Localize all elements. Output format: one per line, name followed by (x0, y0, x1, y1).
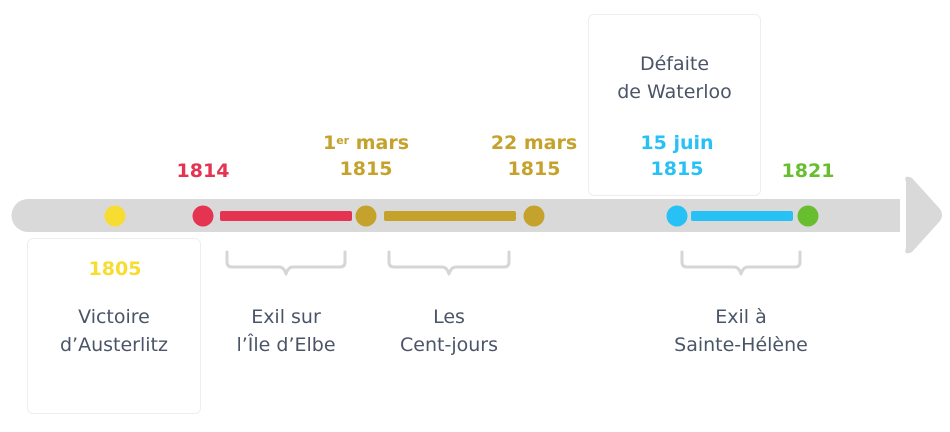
label-sainte-helene: Exil à Sainte-Hélène (651, 303, 831, 359)
date-1er-mars-line2: 1815 (339, 158, 393, 180)
period-bar-elbe (220, 211, 352, 221)
date-15-juin-line1: 15 juin (640, 132, 714, 154)
label-exil-elbe-line2: l’Île d’Elbe (236, 334, 336, 356)
label-exil-elbe: Exil sur l’Île d’Elbe (206, 303, 366, 359)
label-austerlitz-line2: d’Austerlitz (60, 334, 168, 356)
label-exil-elbe-line1: Exil sur (251, 306, 321, 328)
period-bar-sainte-helene (691, 211, 793, 221)
label-sainte-helene-line1: Exil à (715, 306, 767, 328)
waterloo-card (588, 14, 761, 196)
dot-1821 (797, 205, 819, 227)
date-1er-mars-line1: 1er mars (296, 130, 436, 156)
date-15-juin-line2: 1815 (650, 158, 704, 180)
dot-1er-mars-1815 (355, 205, 377, 227)
dot-22-mars-1815 (523, 205, 545, 227)
dot-15-juin-1815 (666, 205, 688, 227)
dot-1814 (192, 205, 214, 227)
label-cent-jours: Les Cent-jours (369, 303, 529, 359)
date-15-juin-1815: 15 juin 1815 (604, 130, 750, 182)
date-22-mars-line1: 22 mars (490, 132, 578, 154)
date-day: 1 (322, 132, 337, 154)
timeline-arrow-head (905, 176, 942, 254)
date-1er-mars-1815: 1er mars 1815 (296, 130, 436, 182)
label-waterloo-line2: de Waterloo (617, 81, 732, 103)
label-cent-jours-line1: Les (433, 306, 465, 328)
label-waterloo: Défaite de Waterloo (588, 50, 761, 106)
label-austerlitz-line1: Victoire (78, 306, 150, 328)
date-22-mars-1815: 22 mars 1815 (464, 130, 604, 182)
date-month: mars (355, 132, 410, 154)
bracket-elbe (225, 250, 347, 276)
label-waterloo-line1: Défaite (639, 53, 710, 75)
label-sainte-helene-line2: Sainte-Hélène (674, 334, 808, 356)
date-1821: 1821 (781, 160, 835, 182)
label-cent-jours-line2: Cent-jours (400, 334, 498, 356)
date-1814: 1814 (176, 160, 230, 182)
date-22-mars-line2: 1815 (507, 158, 561, 180)
date-1805: 1805 (88, 258, 142, 280)
bracket-sainte-helene (680, 250, 802, 276)
austerlitz-card (27, 238, 201, 414)
bracket-cent-jours (387, 250, 511, 276)
period-bar-cent-jours (384, 211, 516, 221)
date-day-suffix: er (336, 134, 350, 147)
dot-1805 (104, 205, 126, 227)
label-austerlitz: Victoire d’Austerlitz (27, 303, 201, 359)
